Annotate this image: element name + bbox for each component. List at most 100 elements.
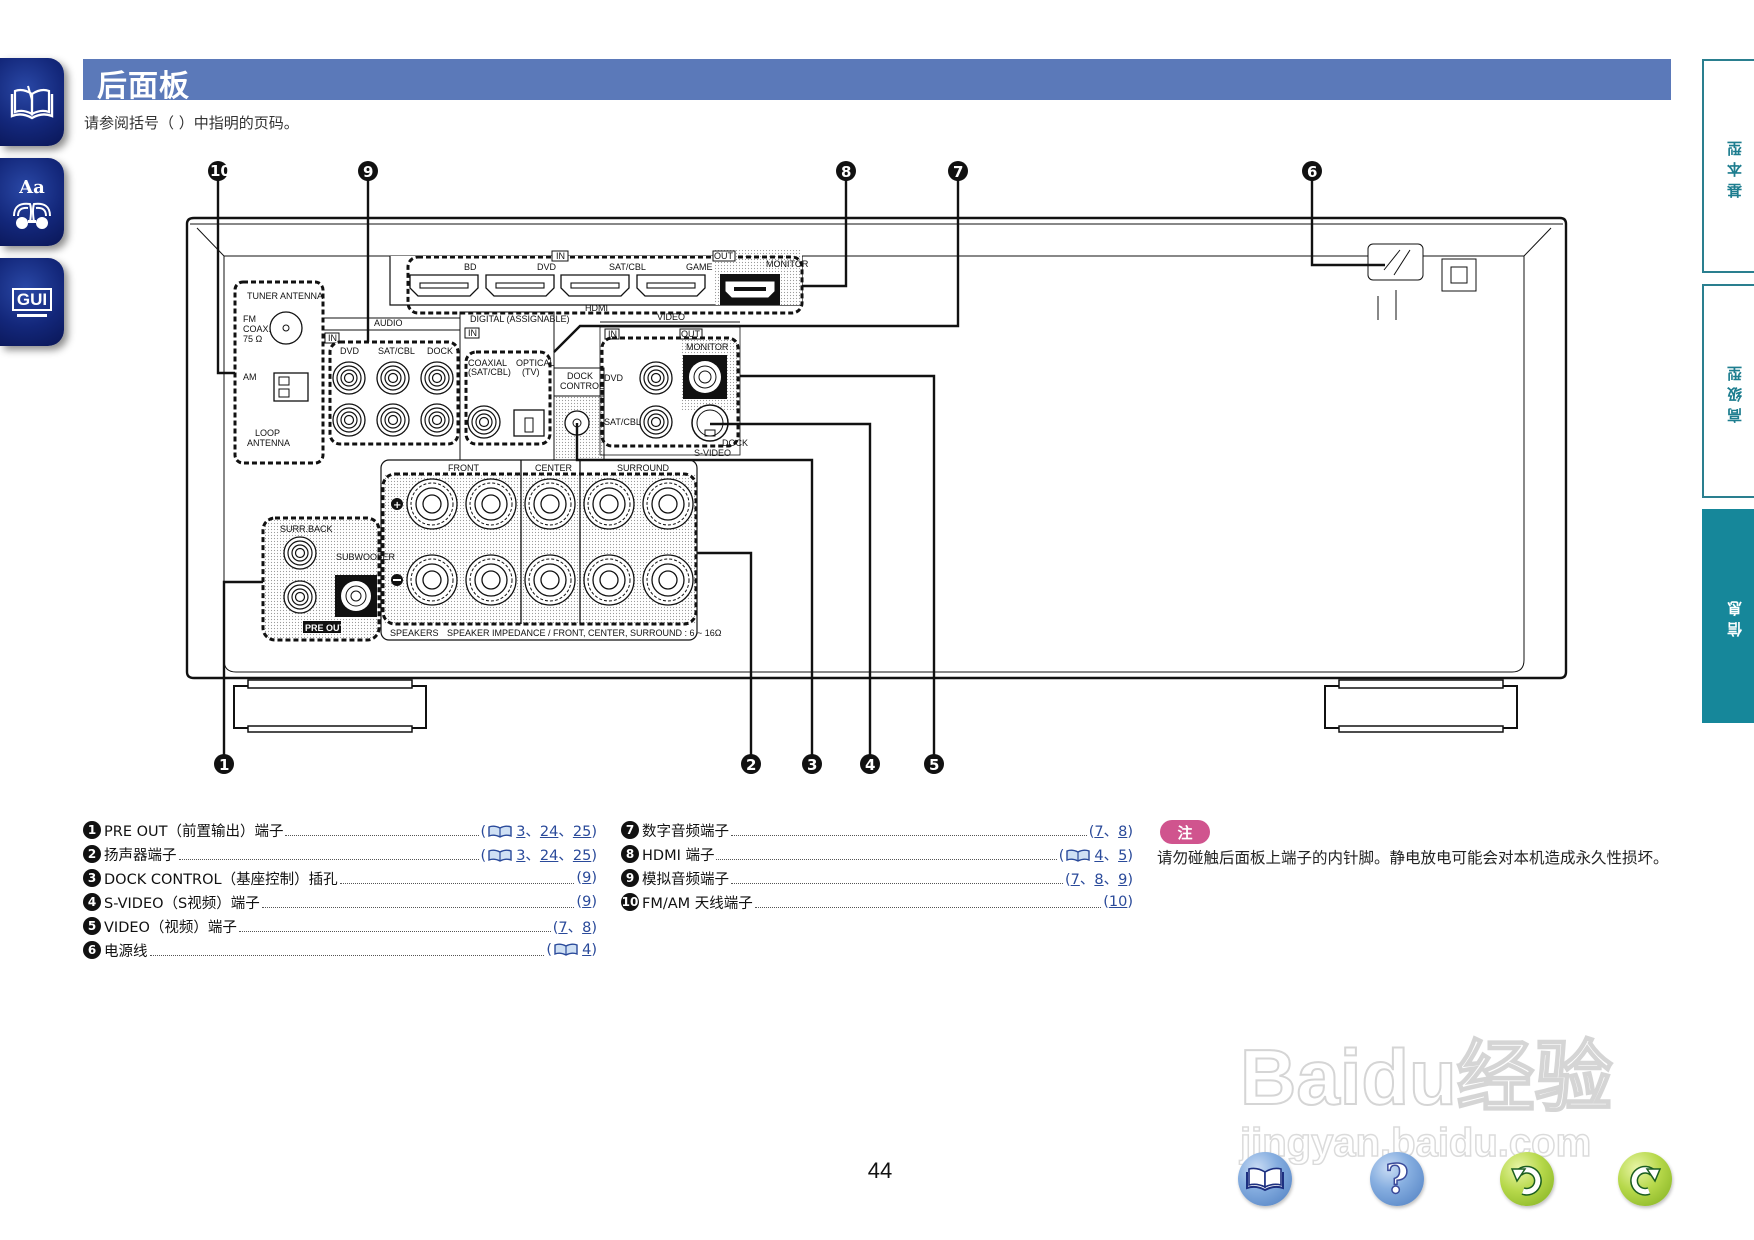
book-icon — [1246, 1167, 1284, 1192]
page-link[interactable]: 5 — [1118, 847, 1128, 864]
callout-bottom-5: 5 — [924, 754, 944, 774]
book-icon — [488, 849, 512, 862]
page-references: (9) — [576, 870, 597, 886]
tuner-title: TUNER ANTENNA — [247, 291, 323, 301]
forward-button[interactable] — [1618, 1152, 1672, 1206]
callout-top-10: 10 — [208, 161, 231, 181]
page-link[interactable]: 25 — [572, 823, 592, 840]
separator: 、 — [525, 823, 540, 840]
page-link[interactable]: 9 — [582, 894, 592, 910]
audio-in-tag: IN — [328, 333, 337, 343]
am-label: AM — [243, 372, 257, 382]
optical-sub-label: (TV) — [522, 367, 540, 377]
subwoofer-label: SUBWOOFER — [336, 552, 396, 562]
help-button[interactable]: ? — [1370, 1152, 1424, 1206]
separator: 、 — [1079, 871, 1095, 888]
watermark-url: jingyan.baidu.com — [1239, 1120, 1592, 1166]
svg-text:4: 4 — [865, 756, 875, 774]
minus-sign — [393, 579, 401, 581]
surr-back-label: SURR.BACK — [280, 524, 333, 534]
svg-text:9: 9 — [363, 163, 373, 181]
audio-group-label: AUDIO — [374, 318, 403, 328]
item-label: FM/AM 天线端子 — [642, 895, 753, 912]
svg-text:7: 7 — [953, 163, 963, 181]
audio-label-dvd: DVD — [340, 346, 360, 356]
dot-leader — [285, 825, 479, 836]
audio-label-dock: DOCK — [427, 346, 453, 356]
callout-bottom-4: 4 — [860, 754, 880, 774]
separator: 、 — [525, 847, 540, 864]
power-cord — [1367, 243, 1477, 320]
page-link[interactable]: 24 — [539, 823, 559, 840]
item-label: 数字音频端子 — [642, 823, 729, 840]
hdmi-label-game: GAME — [686, 262, 713, 272]
analog-audio-group: AUDIO IN DVD SAT/CBL DOCK — [323, 317, 460, 446]
section-header-bar: 后面板 — [83, 59, 1671, 104]
page-link[interactable]: 4 — [582, 942, 592, 958]
page-link[interactable]: 8 — [1118, 823, 1128, 840]
page-link[interactable]: 8 — [1094, 871, 1104, 888]
page-link[interactable]: 9 — [582, 870, 592, 886]
page-references: (4) — [546, 942, 597, 958]
page-references: (7、8) — [552, 919, 597, 936]
page-link[interactable]: 8 — [582, 919, 592, 936]
separator: 、 — [567, 919, 583, 936]
tab-advanced[interactable]: 高级型 — [1702, 284, 1754, 498]
svg-text:10: 10 — [210, 162, 231, 180]
coax-label: COAX. — [243, 324, 271, 334]
separator: 、 — [1103, 823, 1119, 840]
callout-leaders — [216, 180, 1385, 755]
gui-stand — [16, 313, 47, 317]
page-link[interactable]: 4 — [1094, 847, 1104, 864]
page-link[interactable]: 25 — [572, 847, 592, 864]
gui-nav-button[interactable]: GUI — [0, 258, 64, 346]
page-link[interactable]: 7 — [558, 919, 568, 936]
gui-icon: GUI — [11, 287, 53, 317]
svideo-dock-label: DOCK — [722, 438, 748, 448]
tab-information[interactable]: 信息 — [1702, 509, 1754, 723]
speakers-label: SPEAKERS — [390, 628, 439, 638]
callout-top-9: 9 — [358, 161, 378, 181]
item-number-badge: 1 — [83, 821, 101, 839]
svg-text:6: 6 — [1307, 163, 1317, 181]
separator: 、 — [558, 847, 573, 864]
item-label: 扬声器端子 — [104, 847, 177, 864]
pre-out-group: SURR.BACK SUBWOOFER PRE OUT — [261, 516, 396, 642]
item-number-badge: 6 — [83, 941, 101, 959]
separator: 、 — [1103, 847, 1119, 864]
video-monitor-label: MONITOR — [686, 342, 729, 352]
page-link[interactable]: 7 — [1070, 871, 1080, 888]
redo-arrow-icon — [1630, 1165, 1662, 1196]
left-foot — [233, 679, 427, 733]
page-link[interactable]: 3 — [516, 823, 526, 840]
contents-button[interactable] — [1238, 1152, 1292, 1206]
tab-basic[interactable]: 基本型 — [1702, 59, 1754, 273]
rear-panel-diagram: IN OUT BD DVD SAT/CBL GAME MONITOR HDMI … — [185, 161, 1568, 774]
contents-nav-button[interactable] — [0, 58, 64, 146]
page-references: (7、8) — [1088, 823, 1133, 840]
glossary-nav-button[interactable]: Aa — [0, 158, 64, 246]
callout-top-7: 7 — [948, 161, 968, 181]
page-link[interactable]: 9 — [1118, 871, 1128, 888]
svideo-label: S-VIDEO — [694, 448, 731, 458]
page-link[interactable]: 10 — [1108, 894, 1128, 910]
glossary-aa-label: Aa — [19, 176, 45, 198]
dot-leader — [149, 945, 545, 956]
page-link[interactable]: 24 — [539, 847, 559, 864]
page-link[interactable]: 7 — [1094, 823, 1104, 840]
svg-text:1: 1 — [219, 756, 229, 774]
coaxial-sub-label: (SAT/CBL) — [468, 367, 511, 377]
digital-in-tag: IN — [468, 328, 477, 338]
video-group: VIDEO IN OUT MONITOR DVD SAT/CBL DOCK S-… — [599, 312, 748, 458]
hdmi-out-tag: OUT — [714, 251, 734, 261]
hdmi-label-dvd: DVD — [537, 262, 557, 272]
back-button[interactable] — [1500, 1152, 1554, 1206]
separator: 、 — [1103, 871, 1119, 888]
note-badge: 注 — [1160, 820, 1210, 844]
antenna-label: ANTENNA — [247, 438, 290, 448]
callout-top-6: 6 — [1302, 161, 1322, 181]
page-link[interactable]: 3 — [516, 847, 526, 864]
